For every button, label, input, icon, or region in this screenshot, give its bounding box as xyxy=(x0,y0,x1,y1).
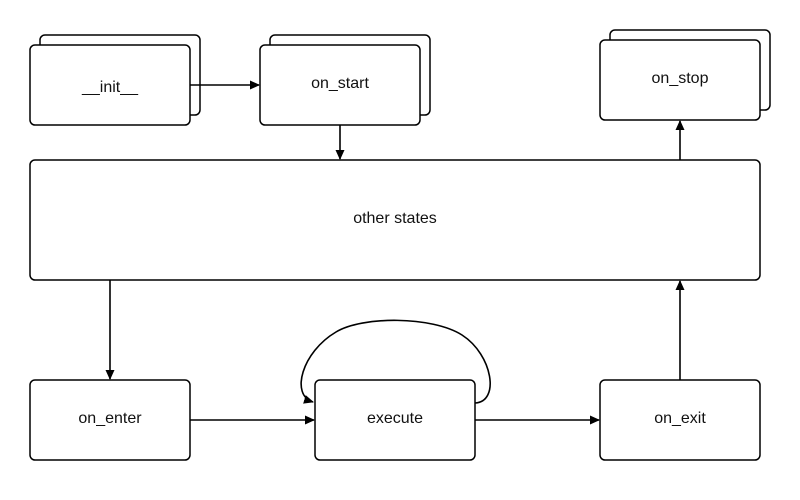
node-execute-label: execute xyxy=(367,410,423,427)
node-on-stop[interactable]: on_stop xyxy=(599,29,771,121)
node-on-enter[interactable]: on_enter xyxy=(29,379,191,461)
node-init[interactable]: __init__ xyxy=(29,34,201,126)
node-on-start-label: on_start xyxy=(311,75,369,92)
node-execute[interactable]: execute xyxy=(314,379,476,461)
node-init-label: __init__ xyxy=(81,79,139,96)
node-on-start[interactable]: on_start xyxy=(259,34,431,126)
node-on-exit[interactable]: on_exit xyxy=(599,379,761,461)
node-on-stop-label: on_stop xyxy=(652,70,709,87)
node-on-exit-label: on_exit xyxy=(654,410,706,427)
node-on-enter-label: on_enter xyxy=(78,410,142,427)
edge-execute-self-loop xyxy=(300,319,491,404)
node-other-states-label: other states xyxy=(353,210,437,227)
node-other-states[interactable]: other states xyxy=(29,159,761,281)
node-other-states-box xyxy=(29,159,761,281)
